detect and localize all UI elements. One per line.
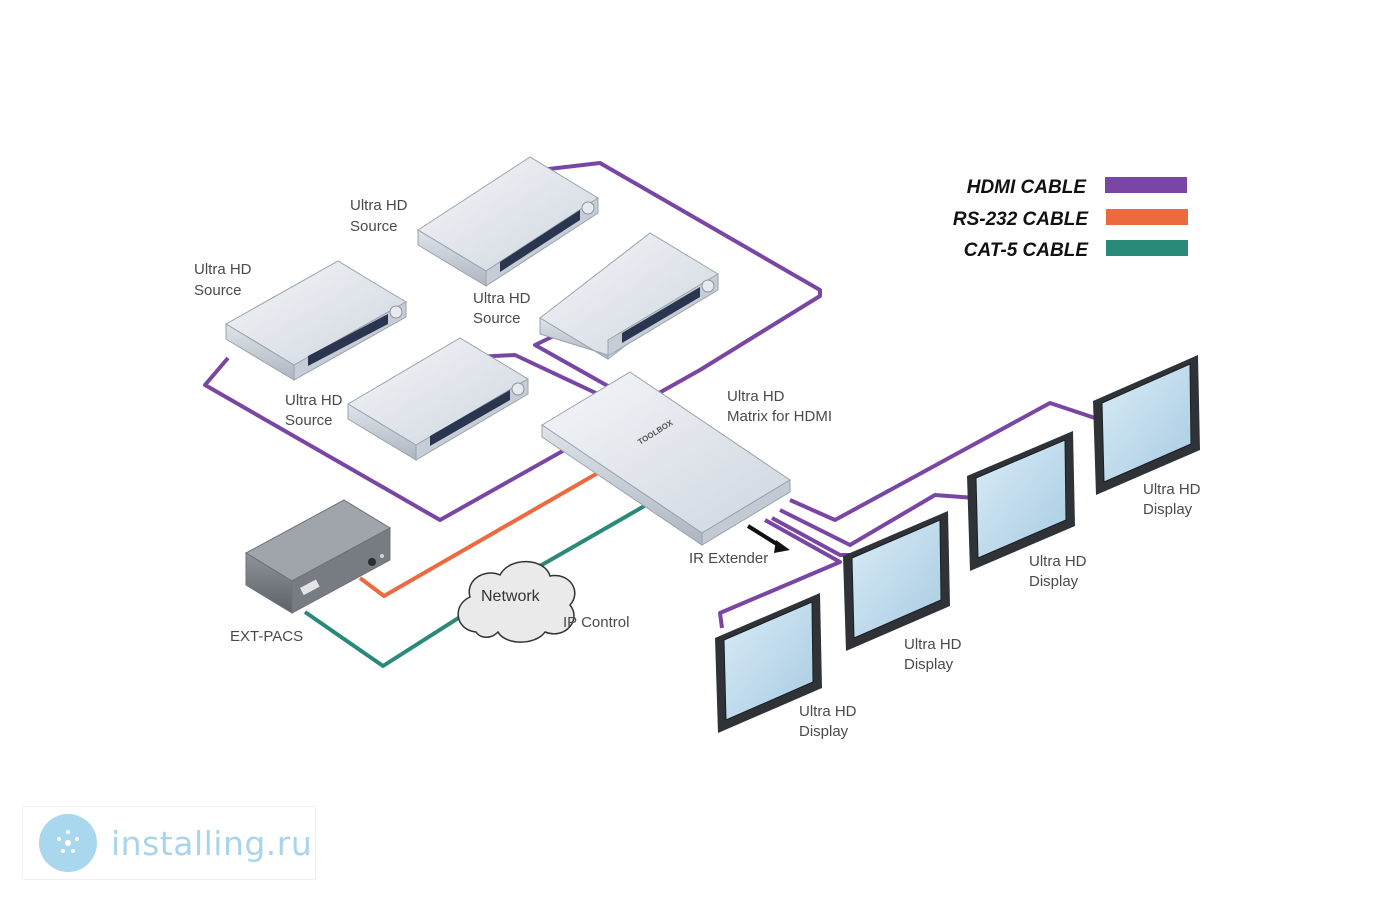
hdmi-matrix-device: TOOLBOX xyxy=(541,371,791,546)
ir-extender-label: IR Extender xyxy=(689,550,768,567)
display-device xyxy=(715,593,822,733)
legend-swatch-hdmi xyxy=(1105,177,1187,193)
ext-pacs-device xyxy=(244,499,392,614)
network-cloud xyxy=(457,560,576,643)
display-label: Ultra HD Display xyxy=(904,636,966,673)
ip-control-label: IP Control xyxy=(563,614,629,631)
source-label: Ultra HD Source xyxy=(194,261,256,299)
legend-swatch-cat5 xyxy=(1106,240,1188,256)
source-label: Ultra HD Source xyxy=(285,392,347,429)
rs232-cable xyxy=(358,468,604,598)
hdmi-cable-display4 xyxy=(789,401,1096,522)
hdmi-cable-display3 xyxy=(779,493,976,547)
ir-extender-arrow xyxy=(774,540,790,553)
legend-label-cat5: CAT-5 CABLE xyxy=(964,240,1090,261)
display-device xyxy=(1093,355,1200,495)
source-device xyxy=(539,232,719,360)
brand-logo-icon xyxy=(39,814,97,872)
source-label: Ultra HD Source xyxy=(350,197,412,235)
display-device xyxy=(843,511,950,651)
source-device xyxy=(417,156,599,287)
source-device xyxy=(347,337,529,461)
ornament-icon xyxy=(57,830,79,853)
source-device xyxy=(225,260,407,381)
hdmi-cable-display1 xyxy=(718,518,842,629)
hdmi-cable-source1 xyxy=(539,161,822,400)
matrix-label: Ultra HD Matrix for HDMI xyxy=(727,388,832,425)
source-label: Ultra HD Source xyxy=(473,290,535,327)
watermark-text: installing.ru xyxy=(111,823,313,863)
legend-label-rs232: RS-232 CABLE xyxy=(953,209,1089,230)
ext-pacs-label: EXT-PACS xyxy=(230,628,303,645)
legend-label-hdmi: HDMI CABLE xyxy=(967,177,1088,198)
display-label: Ultra HD Display xyxy=(1029,553,1091,590)
display-label: Ultra HD Display xyxy=(1143,481,1205,518)
watermark: installing.ru xyxy=(22,806,316,880)
ir-extender-cable xyxy=(746,524,782,548)
cable-legend: HDMI CABLE RS-232 CABLE CAT-5 CABLE xyxy=(953,177,1188,261)
legend-swatch-rs232 xyxy=(1106,209,1188,225)
display-device xyxy=(967,431,1075,571)
display-label: Ultra HD Display xyxy=(799,703,861,740)
network-label: Network xyxy=(481,588,541,605)
